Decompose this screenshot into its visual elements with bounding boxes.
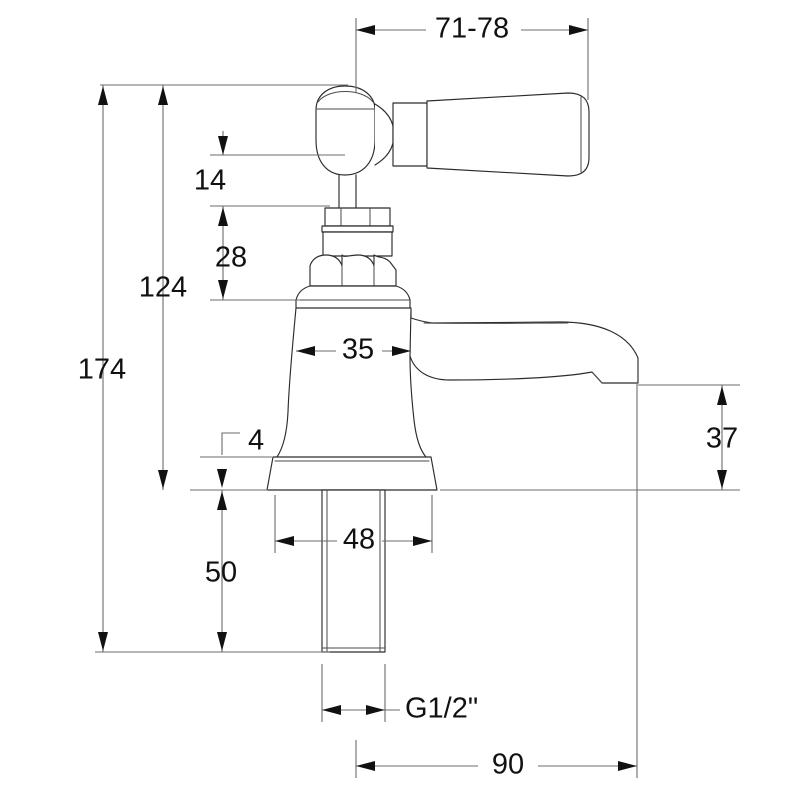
arrow-35-right [392,346,411,356]
dim-label-90: 90 [492,749,524,781]
arrow-37-up [717,386,727,405]
dim-label-4: 4 [248,425,264,457]
arrow-thread-left [322,705,341,715]
spout-group [409,307,639,384]
dim-label-174: 174 [78,354,126,386]
spout-outline [409,307,639,384]
dimension-shank-diameter: 48 [274,495,433,556]
dim-label-thread-size: G1/2" [405,693,478,725]
pedestal-column-right [409,355,427,458]
dimension-valve-body-height: 28 [210,206,300,301]
dim-label-28: 28 [215,242,247,274]
shroud-flange [321,225,394,233]
arrow-handle-right [569,25,588,35]
dimension-base-plate-thickness: 4 [190,425,272,491]
dim-label-50: 50 [205,557,237,589]
lever-collar [392,102,428,167]
arrow-50-up [217,491,227,510]
lever-handle-group [315,85,590,177]
pedestal-column-left [276,307,297,458]
dimension-handle-width: 71-78 [355,13,589,100]
body-shoulder [295,285,411,309]
dim-label-48: 48 [343,524,375,556]
dim-label-124: 124 [139,272,187,304]
base-plate [266,456,438,491]
leader-line-4 [221,432,240,455]
dimension-spout-height: 124 [100,84,348,490]
dimension-body-width: 35 [296,334,411,366]
arrow-174-down [98,632,108,651]
arrow-4-down [217,469,227,488]
arrow-50-down [217,632,227,651]
arrow-28-down [218,280,228,299]
spindle-shroud [324,207,391,227]
dim-label-handle-width: 71-78 [435,13,509,45]
spout-nozzle-step [591,371,603,384]
arrow-28-up [218,207,228,226]
threaded-shank [321,489,386,653]
dimension-shank-length: 50 [95,490,330,653]
hex-body-nut [309,254,397,287]
arrow-90-right [618,761,637,771]
dimension-thread-size: G1/2" [321,664,478,725]
dimension-handle-stem-height: 14 [194,131,345,207]
dim-label-14: 14 [194,165,226,197]
dimension-overall-height: 174 [78,85,126,652]
arrow-124-down [158,470,168,489]
headwork-collar [322,231,393,257]
handle-neck [374,103,394,166]
valve-stem-group [295,174,411,309]
arrow-35-left [296,346,315,356]
arrow-48-right [413,536,432,546]
dim-label-35: 35 [342,334,374,366]
lever-arm [426,92,590,177]
handle-ball-body [315,85,376,176]
dimension-spout-projection: 90 [355,383,638,781]
arrow-handle-left [356,25,375,35]
pedestal-base-group [266,307,438,653]
arrow-thread-right [366,705,385,715]
arrow-14-down [218,136,228,155]
arrow-124-up [158,86,168,105]
dimension-spout-outlet-height: 37 [440,384,740,491]
arrow-37-down [717,470,727,489]
handle-dome-seam [317,91,374,103]
arrow-174-up [98,86,108,105]
arrow-48-left [275,536,294,546]
dim-label-37: 37 [706,423,738,455]
arrow-90-left [356,761,375,771]
